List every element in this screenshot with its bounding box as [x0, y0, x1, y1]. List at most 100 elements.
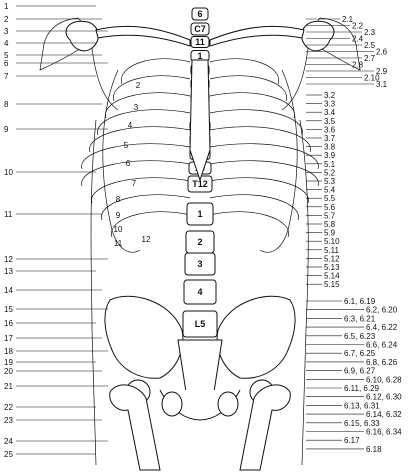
left-label: 6: [4, 59, 9, 68]
right-label: 2.9: [376, 67, 388, 76]
right-label: 6.13, 6.31: [344, 401, 380, 410]
right-label: 6.14, 6.32: [366, 410, 402, 419]
right-label: 6.3, 6.21: [344, 314, 376, 323]
left-label: 12: [4, 255, 13, 264]
rib-right: [209, 143, 319, 170]
right-label: 3.2: [324, 91, 336, 100]
right-label: 3.1: [376, 80, 388, 89]
rib-left: [89, 126, 191, 153]
vertebra: [190, 36, 210, 48]
right-label: 5.7: [324, 211, 336, 220]
right-label: 6.6, 6.24: [366, 341, 398, 350]
left-label: 3: [4, 27, 9, 36]
right-label: 5.12: [324, 254, 340, 263]
rib-right: [209, 58, 279, 85]
right-label: 5.10: [324, 237, 340, 246]
rib-left: [81, 143, 191, 170]
left-label: 13: [4, 267, 13, 276]
left-label: 22: [4, 403, 13, 412]
right-label: 5.8: [324, 220, 336, 229]
right-label: 5.6: [324, 203, 336, 212]
rib-label: 8: [116, 195, 121, 204]
rib-left: [121, 58, 191, 85]
vertebra-label: 1: [197, 51, 202, 61]
right-label: 2.4: [352, 35, 364, 44]
rib-label: 2: [136, 81, 141, 90]
right-label: 5.2: [324, 168, 336, 177]
rib-right: [209, 75, 287, 102]
right-label: 5.5: [324, 194, 336, 203]
vertebra-label: T12: [192, 179, 208, 189]
rib-cage: [81, 58, 319, 253]
right-label: 2.2: [352, 22, 364, 31]
right-label: 5.13: [324, 263, 340, 272]
rib-right: [209, 211, 289, 238]
vertebra-label: L5: [195, 319, 206, 329]
rib-label: 5: [124, 141, 129, 150]
right-label: 6.8, 6.26: [366, 358, 398, 367]
vertebra: [186, 202, 214, 226]
right-label: 6.9, 6.27: [344, 367, 376, 376]
left-label: 11: [4, 210, 13, 219]
right-label: 6.5, 6.23: [344, 332, 376, 341]
vertebra: [184, 252, 216, 276]
right-label: 5.3: [324, 177, 336, 186]
right-label: 3.6: [324, 125, 336, 134]
right-label: 6.4, 6.22: [366, 323, 398, 332]
vertebra: [190, 22, 210, 36]
right-label: 3.5: [324, 117, 336, 126]
rib-right: [209, 160, 319, 187]
left-label: 8: [4, 100, 9, 109]
rib-right: [209, 92, 295, 119]
sternum: [189, 59, 211, 182]
pelvis: [104, 295, 296, 421]
right-label: 5.14: [324, 272, 340, 281]
right-label: 5.9: [324, 229, 336, 238]
right-label: 6.15, 6.33: [344, 419, 380, 428]
vertebra-label: 6: [197, 9, 202, 19]
femurs: [109, 379, 291, 471]
right-label: 6.7, 6.25: [344, 349, 376, 358]
right-label: 2.1: [342, 15, 354, 24]
vertebra: [183, 279, 217, 305]
left-label: 25: [4, 450, 13, 459]
left-label: 20: [4, 367, 13, 376]
right-label: 3.7: [324, 134, 336, 143]
rib-label: 11: [114, 239, 123, 248]
right-label: 3.8: [324, 143, 336, 152]
right-label-column: 2.12.22.32.42.52.62.72.82.92.103.13.23.3…: [306, 15, 402, 454]
vertebra-label: C7: [194, 24, 206, 34]
rib-left: [91, 177, 191, 204]
left-label: 17: [4, 334, 13, 343]
rib-label: 10: [114, 225, 123, 234]
rib-label: 12: [142, 235, 151, 244]
left-label: 9: [4, 125, 9, 134]
vertebra-label: 4: [197, 287, 202, 297]
right-label: 2.10: [364, 74, 380, 83]
right-label: 2.5: [364, 41, 376, 50]
left-label: 5: [4, 51, 9, 60]
right-label: 6.10, 6.28: [366, 375, 402, 384]
rib-right: [209, 194, 299, 221]
right-label: 6.12, 6.30: [366, 393, 402, 402]
rib-right: [209, 109, 303, 136]
right-label: 6.17: [344, 436, 360, 445]
rib-left: [97, 109, 191, 136]
left-label-column: 1234567891011121314151617181920212223242…: [4, 2, 108, 459]
rib-left: [111, 211, 191, 238]
left-label: 2: [4, 15, 9, 24]
right-label: 6.2, 6.20: [366, 306, 398, 315]
vertebra: [191, 7, 209, 21]
vertebra-label: 2: [197, 237, 202, 247]
left-label: 24: [4, 437, 13, 446]
rib-left: [105, 92, 191, 119]
rib-label: 9: [116, 211, 121, 220]
left-label: 19: [4, 358, 13, 367]
right-label: 2.3: [364, 28, 376, 37]
vertebra-label: 1: [197, 209, 202, 219]
rib-label: 6: [126, 159, 131, 168]
right-label: 5.1: [324, 160, 336, 169]
vertebra: [182, 310, 218, 338]
